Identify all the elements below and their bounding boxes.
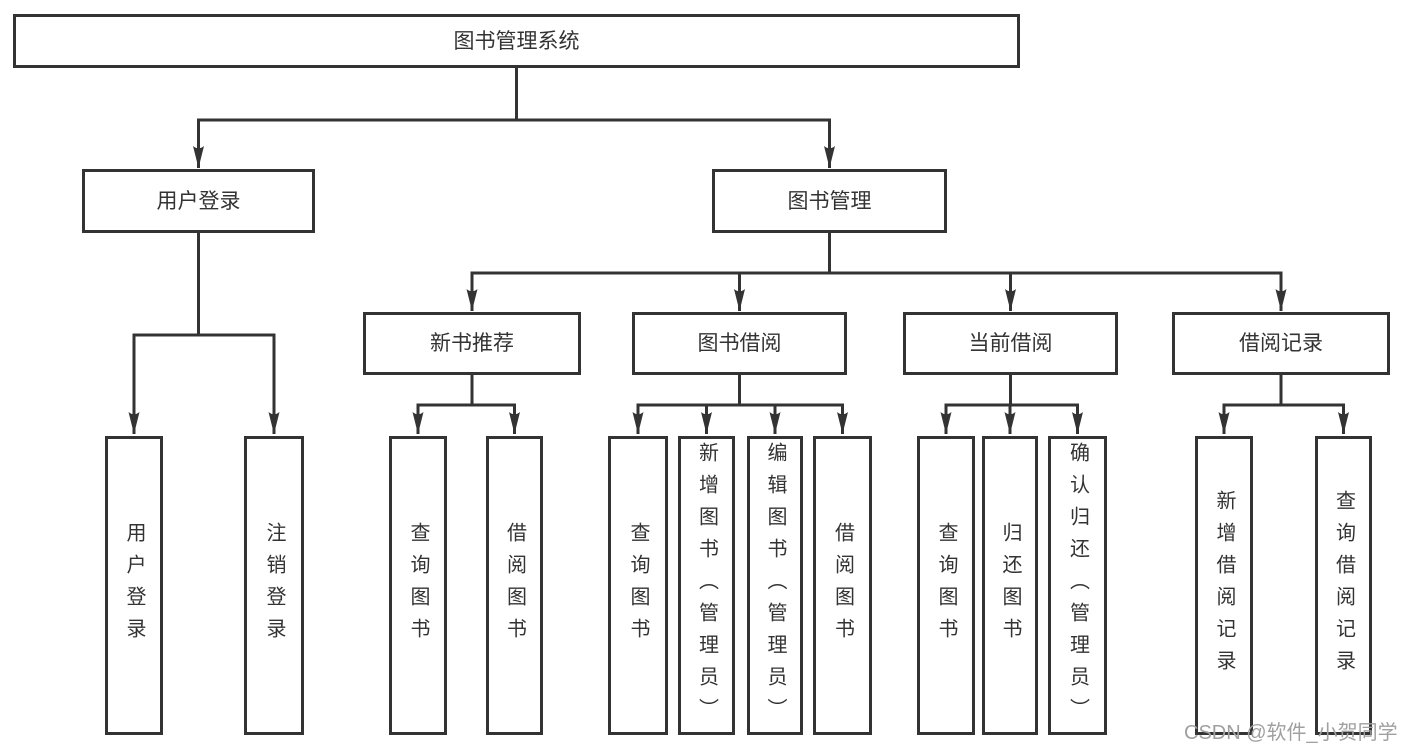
node-root-label: 图书管理系统 — [453, 29, 580, 53]
leaf-current-return-books-label: 归还图书 — [999, 521, 1021, 650]
leaf-borrowing-add-books-admin-label: 新增图书（管理员） — [695, 441, 718, 730]
leaf-records-query-record: 查询借阅记录 — [1315, 436, 1372, 735]
leaf-user-login-label: 用户登录 — [123, 521, 145, 650]
node-user-login-label: 用户登录 — [156, 189, 241, 213]
leaf-borrowing-query-books-label: 查询图书 — [627, 521, 649, 650]
leaf-borrowing-edit-books-admin: 编辑图书（管理员） — [747, 436, 803, 735]
csdn-watermark: CSDN @软件_小贺同学 — [1184, 722, 1398, 744]
leaf-newrec-query-books: 查询图书 — [389, 436, 447, 735]
node-book-borrowing-label: 图书借阅 — [697, 332, 782, 355]
leaf-borrowing-query-books: 查询图书 — [608, 436, 668, 735]
leaf-current-confirm-return-admin: 确认归还（管理员） — [1048, 436, 1107, 735]
node-current-borrowing-label: 当前借阅 — [968, 332, 1053, 355]
leaf-borrowing-borrow-books: 借阅图书 — [813, 436, 872, 735]
leaf-logout-label: 注销登录 — [263, 521, 285, 650]
leaf-borrowing-add-books-admin: 新增图书（管理员） — [678, 436, 735, 735]
node-book-borrowing: 图书借阅 — [632, 312, 847, 375]
leaf-records-add-record: 新增借阅记录 — [1195, 436, 1253, 735]
leaf-records-query-record-label: 查询借阅记录 — [1332, 489, 1355, 682]
node-book-management: 图书管理 — [712, 169, 947, 233]
node-borrowing-records: 借阅记录 — [1172, 312, 1390, 375]
leaf-logout: 注销登录 — [244, 436, 304, 735]
leaf-current-return-books: 归还图书 — [982, 436, 1038, 735]
leaf-borrowing-borrow-books-label: 借阅图书 — [831, 521, 854, 650]
node-current-borrowing: 当前借阅 — [903, 312, 1118, 375]
leaf-borrowing-edit-books-admin-label: 编辑图书（管理员） — [764, 441, 786, 730]
node-borrowing-records-label: 借阅记录 — [1239, 332, 1323, 355]
node-user-login: 用户登录 — [82, 169, 315, 233]
leaf-newrec-query-books-label: 查询图书 — [407, 521, 429, 650]
leaf-current-query-books-label: 查询图书 — [935, 521, 957, 650]
node-new-book-recommend-label: 新书推荐 — [430, 332, 514, 355]
leaf-current-confirm-return-admin-label: 确认归还（管理员） — [1066, 441, 1089, 730]
leaf-current-query-books: 查询图书 — [917, 436, 975, 735]
leaf-newrec-borrow-books: 借阅图书 — [486, 436, 543, 735]
node-new-book-recommend: 新书推荐 — [363, 312, 581, 375]
leaf-newrec-borrow-books-label: 借阅图书 — [503, 521, 526, 650]
node-book-management-label: 图书管理 — [787, 189, 872, 213]
leaf-user-login: 用户登录 — [105, 436, 163, 735]
node-root-system: 图书管理系统 — [13, 14, 1020, 68]
leaf-records-add-record-label: 新增借阅记录 — [1213, 489, 1235, 682]
